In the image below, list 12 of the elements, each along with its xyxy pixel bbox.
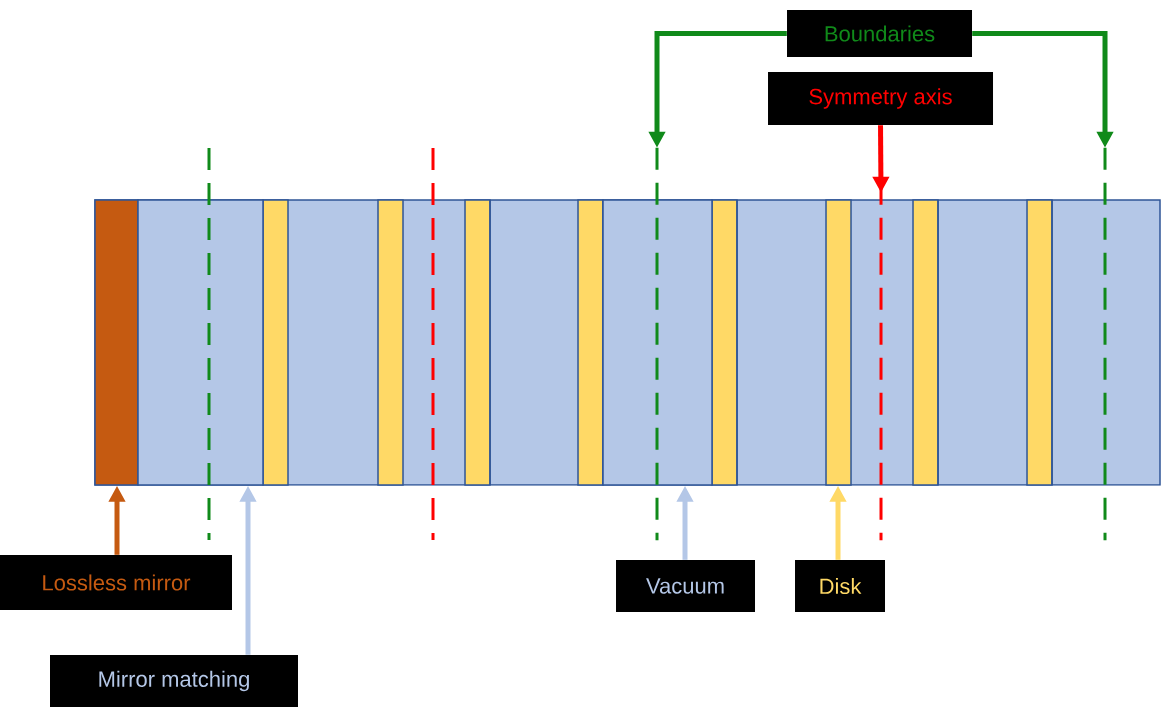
label-box: Lossless mirror <box>0 555 232 610</box>
label-box: Symmetry axis <box>768 72 993 125</box>
slab <box>602 199 713 486</box>
label-box: Mirror matching <box>50 655 298 707</box>
slab <box>825 199 852 486</box>
label-box: Vacuum <box>616 560 755 612</box>
dashed-line <box>1103 147 1107 541</box>
dashed-line <box>655 147 659 541</box>
label-box: Boundaries <box>787 10 972 57</box>
slab <box>137 199 264 486</box>
slab <box>94 199 139 486</box>
label-box: Disk <box>795 560 885 612</box>
